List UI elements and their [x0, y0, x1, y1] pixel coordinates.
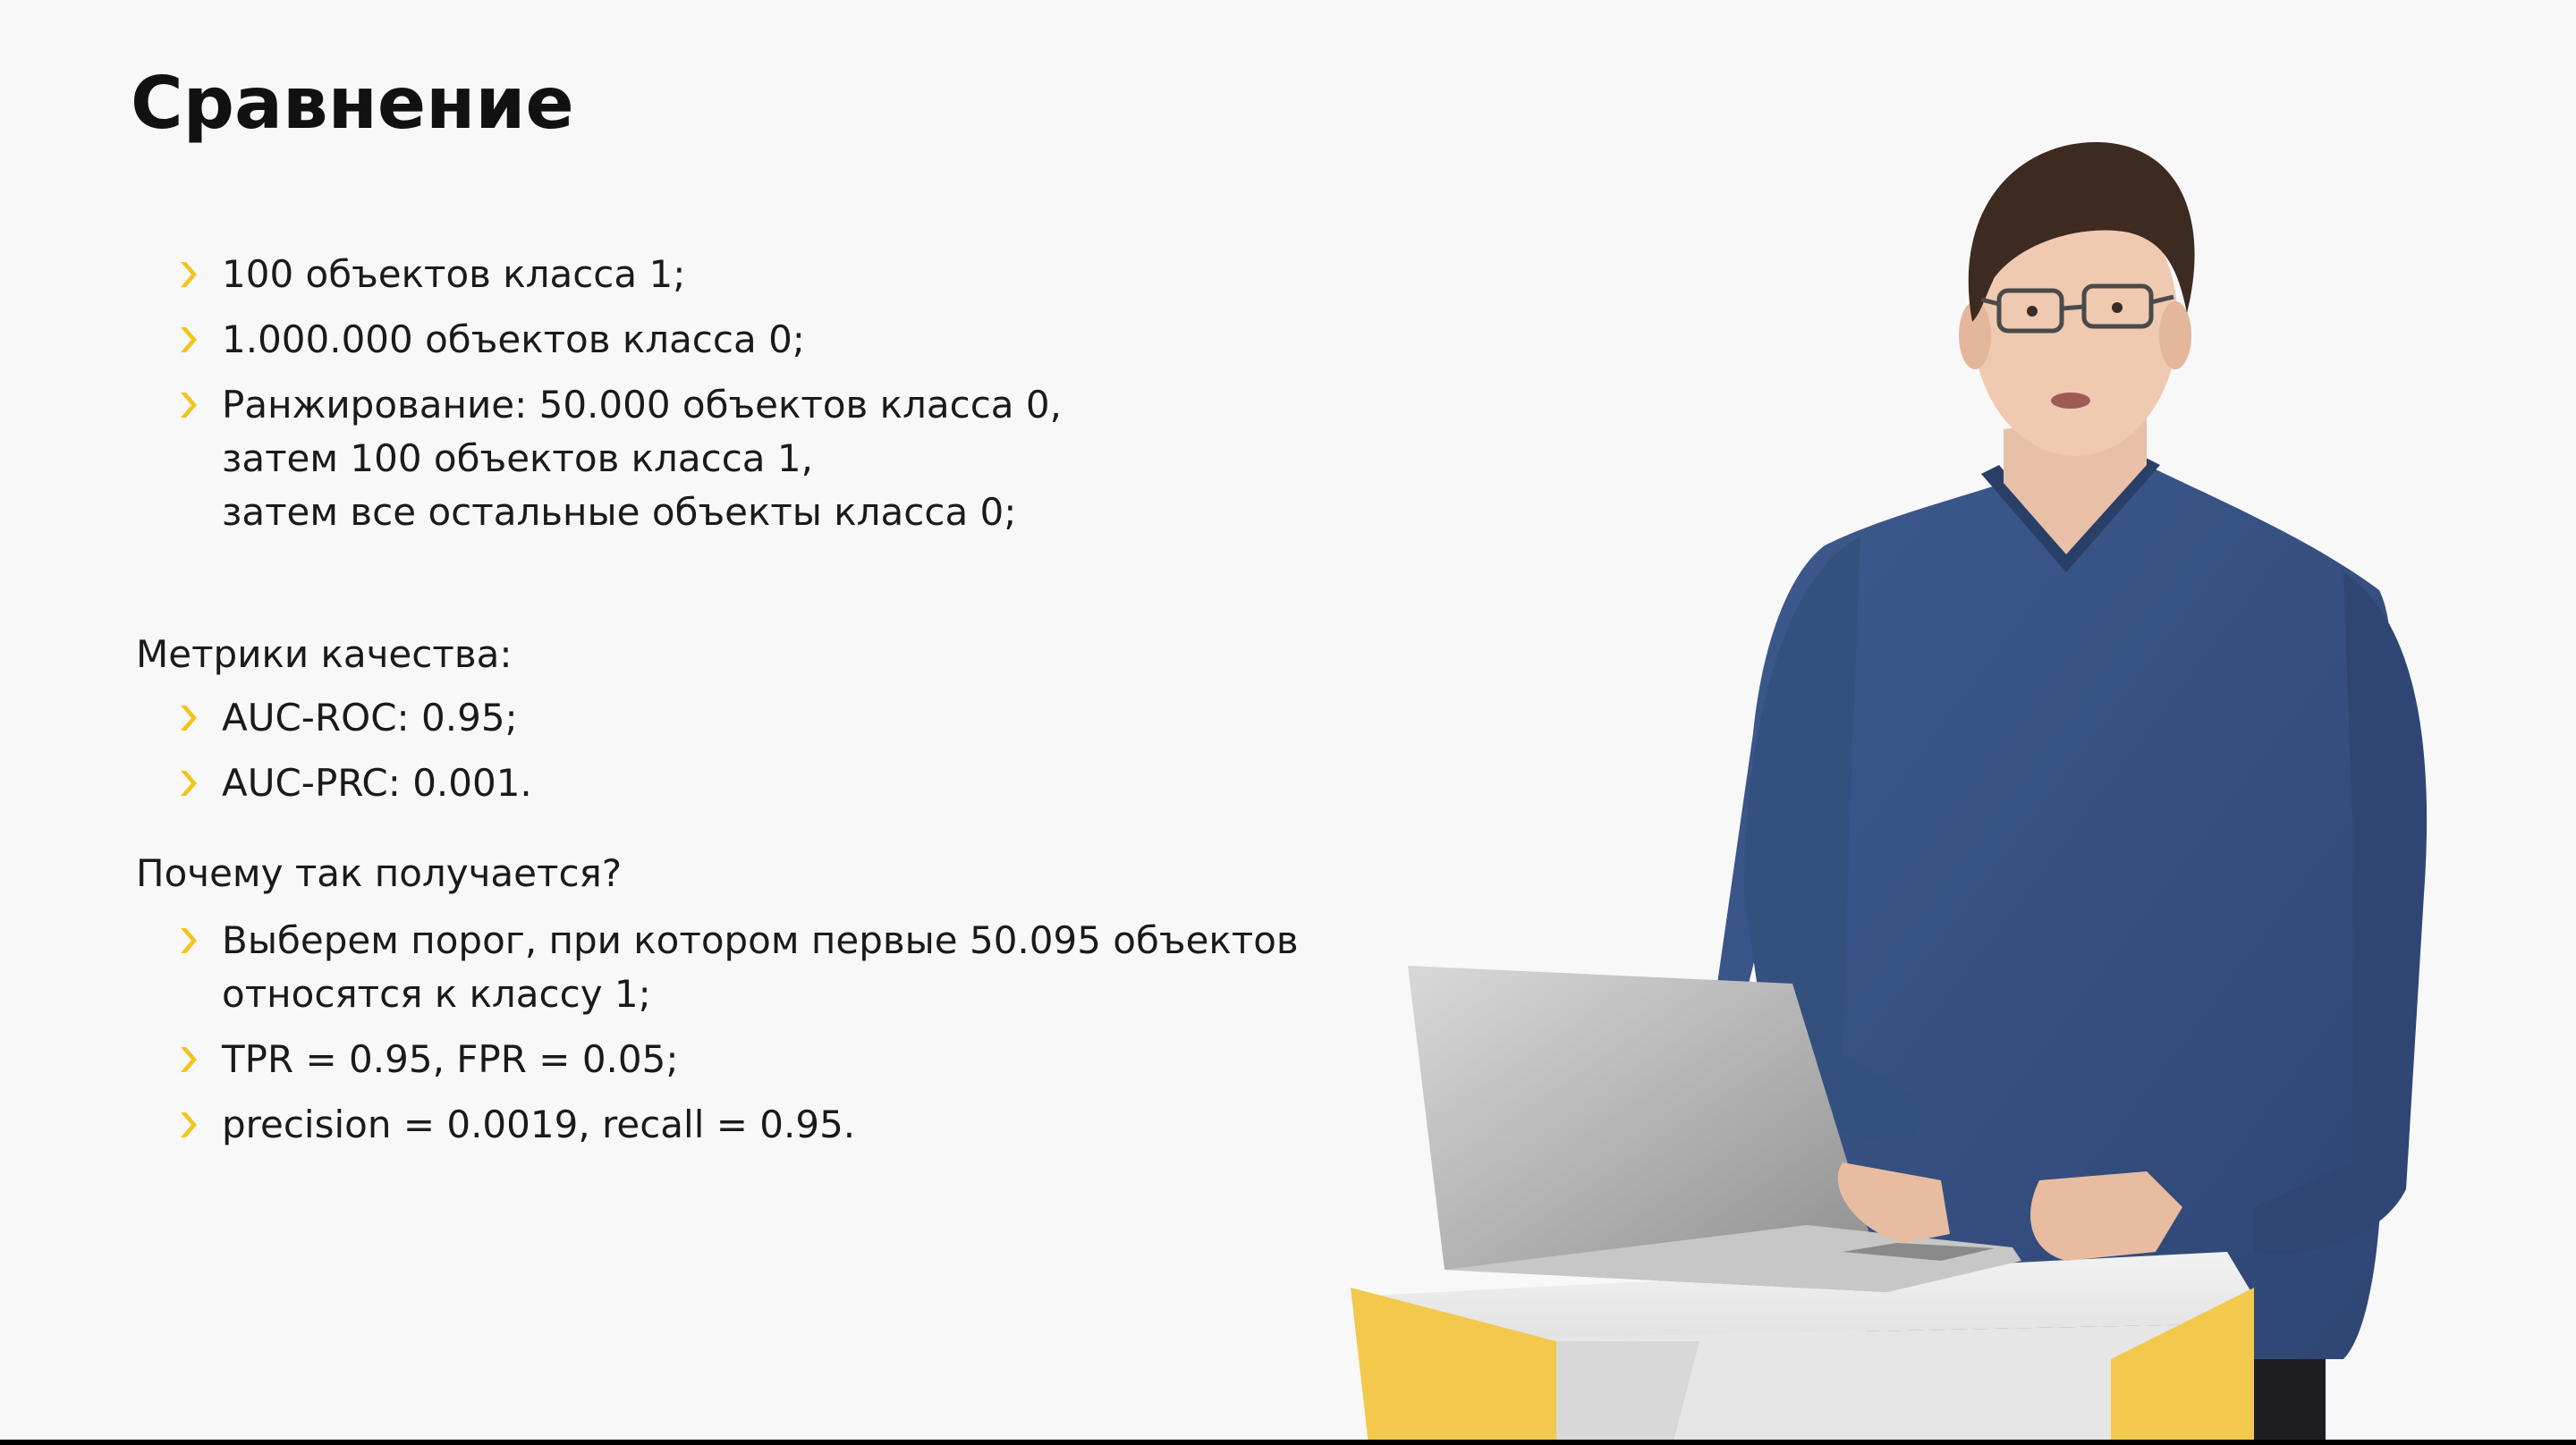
list-item: precision = 0.0019, recall = 0.95.: [175, 1098, 1299, 1152]
list-item: AUC-PRC: 0.001.: [175, 756, 532, 810]
list-item: TPR = 0.95, FPR = 0.05;: [175, 1033, 1299, 1086]
chevron-right-icon: [175, 756, 202, 810]
list-item: 100 объектов класса 1;: [175, 248, 1062, 301]
chevron-right-icon: [175, 248, 202, 301]
list-item: Выберем порог, при котором первые 50.095…: [175, 914, 1299, 1021]
podium-shadow: [1556, 1341, 1699, 1445]
bullet-line: Ранжирование: 50.000 объектов класса 0,: [222, 383, 1062, 427]
bullet-line: 1.000.000 объектов класса 0;: [222, 317, 805, 361]
chevron-right-icon: [175, 914, 202, 968]
podium-yellow-left: [1351, 1288, 1556, 1445]
why-bullet-list: Выберем порог, при котором первые 50.095…: [175, 914, 1299, 1163]
bullet-line: затем 100 объектов класса 1,: [222, 436, 813, 480]
face: [1972, 188, 2178, 456]
bullet-line: Выберем порог, при котором первые 50.095…: [222, 918, 1299, 962]
laptop-lid: [1408, 966, 1887, 1292]
chevron-right-icon: [175, 691, 202, 745]
bullet-line: относятся к классу 1;: [222, 972, 651, 1016]
podium-top: [1351, 1252, 2254, 1341]
metrics-bullet-list: AUC-ROC: 0.95; AUC-PRC: 0.001.: [175, 691, 532, 822]
right-arm: [2254, 572, 2428, 1255]
bullet-line: затем все остальные объекты класса 0;: [222, 490, 1017, 534]
glasses: [1980, 283, 2174, 334]
bullet-line: AUC-ROC: 0.95;: [222, 696, 518, 739]
list-item: 1.000.000 объектов класса 0;: [175, 313, 1062, 367]
chevron-right-icon: [175, 313, 202, 367]
bottom-edge: [0, 1440, 2576, 1445]
why-heading: Почему так получается?: [136, 851, 623, 895]
eye-left: [2027, 306, 2038, 317]
ear-right: [2159, 301, 2191, 369]
hand-right: [2030, 1171, 2182, 1261]
list-item: Ранжирование: 50.000 объектов класса 0, …: [175, 378, 1062, 539]
chevron-right-icon: [175, 378, 202, 432]
laptop-keyboard: [1843, 1243, 1995, 1261]
slide-title: Сравнение: [131, 62, 574, 145]
bullet-line: TPR = 0.95, FPR = 0.05;: [222, 1037, 679, 1081]
bullet-line: AUC-PRC: 0.001.: [222, 761, 532, 805]
presenter-photo: [1351, 142, 2428, 1445]
chevron-right-icon: [175, 1098, 202, 1152]
mouth: [2051, 393, 2090, 409]
intro-bullet-list: 100 объектов класса 1; 1.000.000 объекто…: [175, 248, 1062, 551]
metrics-heading: Метрики качества:: [136, 632, 513, 676]
chevron-right-icon: [175, 1033, 202, 1086]
ear-left: [1959, 301, 1991, 369]
bullet-line: 100 объектов класса 1;: [222, 252, 686, 296]
hair: [1968, 142, 2195, 322]
laptop-base: [1445, 1225, 2021, 1292]
eye-right: [2112, 302, 2123, 313]
list-item: AUC-ROC: 0.95;: [175, 691, 532, 745]
hand-left: [1837, 1162, 1950, 1243]
bullet-line: precision = 0.0019, recall = 0.95.: [222, 1103, 856, 1146]
podium-yellow-right: [2111, 1288, 2254, 1445]
